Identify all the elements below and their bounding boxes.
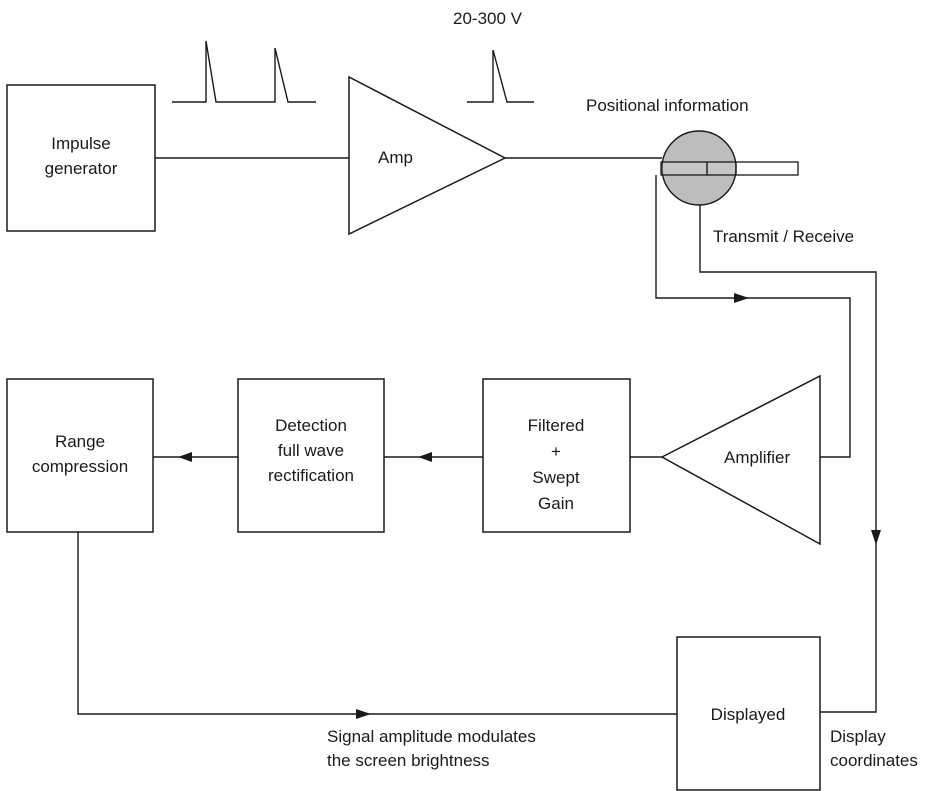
detection-label-line2: full wave — [278, 441, 344, 460]
amplifier-label: Amplifier — [724, 448, 790, 467]
range-compression-label-line2: compression — [32, 457, 128, 476]
detection-block: Detection full wave rectification — [237, 378, 385, 533]
filtered-swept-gain-block: Filtered + Swept Gain — [482, 378, 631, 533]
arrowhead-display-coords — [871, 530, 881, 545]
arrowhead-to-range — [178, 452, 192, 462]
arrowhead-to-displayed — [356, 709, 371, 719]
detection-label-line3: rectification — [268, 466, 354, 485]
range-compression-block: Range compression — [6, 378, 154, 533]
amplifier-block: Amplifier — [660, 374, 821, 546]
display-coordinates-label-line2: coordinates — [830, 751, 918, 770]
positional-information-label: Positional information — [586, 96, 749, 115]
transducer — [660, 130, 799, 206]
filtered-label-line1: Filtered — [528, 416, 585, 435]
arrowhead-to-detection — [418, 452, 432, 462]
filtered-label-line4: Gain — [538, 494, 574, 513]
connector-transducer-amplifier — [655, 175, 851, 458]
impulse-generator-block: Impulse generator — [6, 84, 156, 232]
amp-block: Amp — [348, 75, 507, 236]
transducer-rod — [660, 161, 799, 176]
connector-range-displayed — [77, 532, 677, 715]
connector-transducer-display — [699, 205, 877, 713]
signal-amplitude-label-line1: Signal amplitude modulates — [327, 727, 536, 746]
filtered-label-line2: + — [551, 442, 561, 461]
filtered-label-line3: Swept — [532, 468, 580, 487]
signal-amplitude-label-line2: the screen brightness — [327, 751, 490, 770]
amp-label: Amp — [378, 148, 413, 167]
single-pulse-waveform — [467, 49, 534, 103]
displayed-label: Displayed — [711, 705, 786, 724]
arrowhead-receive — [734, 293, 749, 303]
impulse-generator-label-line1: Impulse — [51, 134, 111, 153]
pulse-train-waveform — [172, 40, 316, 103]
range-compression-label-line1: Range — [55, 432, 105, 451]
displayed-block: Displayed — [676, 636, 821, 791]
impulse-generator-label-line2: generator — [45, 159, 118, 178]
detection-label-line1: Detection — [275, 416, 347, 435]
transmit-receive-label: Transmit / Receive — [713, 227, 854, 246]
voltage-label: 20-300 V — [453, 9, 523, 28]
display-coordinates-label-line1: Display — [830, 727, 886, 746]
